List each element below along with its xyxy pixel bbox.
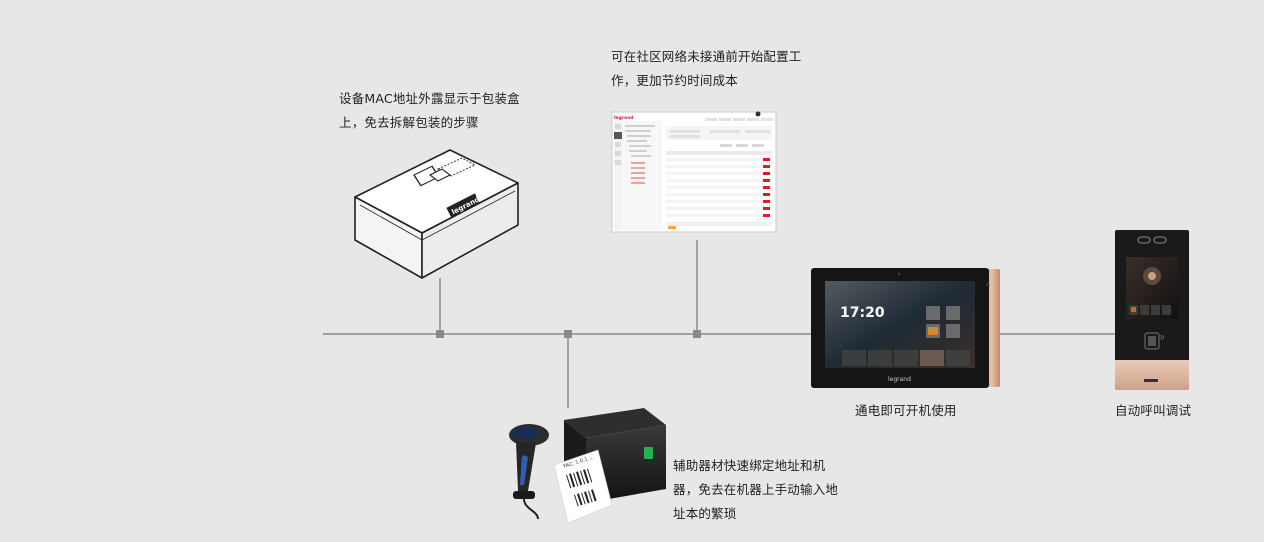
caption-line: 自动呼叫调试 xyxy=(1115,403,1192,418)
caption-packaging-box: 设备MAC地址外露显示于包装盒 上，免去拆解包装的步骤 xyxy=(339,87,520,135)
monitor-clock: 17:20 xyxy=(840,305,885,321)
door-station-illustration: )) xyxy=(1115,230,1189,390)
packaging-box-illustration: legrand xyxy=(354,149,519,279)
caption-line: 设备MAC地址外露显示于包装盒 xyxy=(339,91,520,106)
indoor-monitor-illustration: 17:20 legrand ⌂ xyxy=(811,268,1000,388)
svg-text:⌂: ⌂ xyxy=(986,281,990,288)
node-software xyxy=(693,330,701,338)
caption-scanner-printer: 辅助器材快速绑定地址和机 器，免去在机器上手动输入地 址本的繁琐 xyxy=(673,454,838,526)
monitor-brand-logo: legrand xyxy=(888,376,911,383)
node-scanner xyxy=(564,330,572,338)
caption-line: 址本的繁琐 xyxy=(673,506,737,521)
caption-indoor-monitor: 通电即可开机使用 xyxy=(855,399,957,423)
caption-line: 可在社区网络未接通前开始配置工 xyxy=(611,49,802,64)
caption-line: 作，更加节约时间成本 xyxy=(611,73,739,88)
caption-line: 辅助器材快速绑定地址和机 xyxy=(673,458,826,473)
caption-configuration-software: 可在社区网络未接通前开始配置工 作，更加节约时间成本 xyxy=(611,45,802,93)
caption-line: 器，免去在机器上手动输入地 xyxy=(673,482,839,497)
svg-text:)): )) xyxy=(1160,335,1164,341)
scanner-printer-illustration: FAC: 1.0.1 ... xyxy=(509,408,666,524)
caption-line: 通电即可开机使用 xyxy=(855,403,957,418)
configuration-software-illustration: legrand xyxy=(611,111,777,233)
node-box xyxy=(436,330,444,338)
caption-line: 上，免去拆解包装的步骤 xyxy=(339,115,479,130)
caption-door-station: 自动呼叫调试 xyxy=(1115,399,1191,423)
software-brand-logo: legrand xyxy=(614,115,634,121)
